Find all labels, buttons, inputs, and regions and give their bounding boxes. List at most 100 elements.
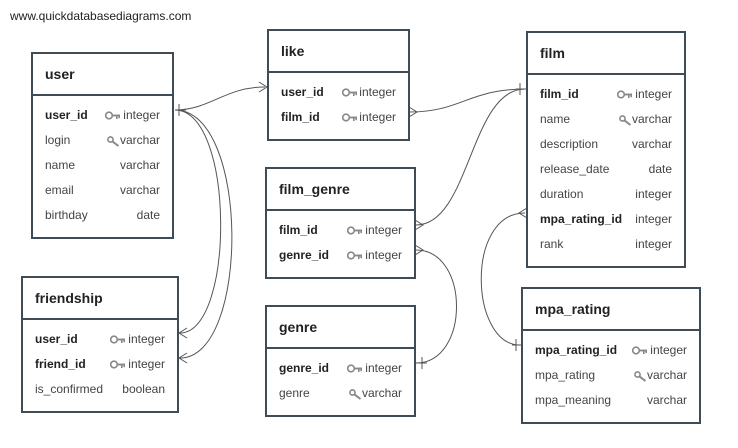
wrench-icon bbox=[634, 371, 648, 382]
crowfoot-like-user bbox=[258, 81, 268, 93]
field-type: varchar bbox=[119, 158, 160, 172]
rel-film-mpa bbox=[480, 212, 526, 346]
crowfoot-friendship-user bbox=[178, 327, 188, 339]
table-genre[interactable]: genre genre_id integer genre varchar bbox=[265, 305, 416, 417]
table-row[interactable]: genre varchar bbox=[267, 381, 414, 406]
field-type: integer bbox=[365, 361, 402, 375]
table-row[interactable]: mpa_rating_id integer bbox=[523, 338, 699, 363]
field-name: genre bbox=[279, 386, 310, 400]
table-row[interactable]: birthday date bbox=[33, 203, 172, 228]
field-type: integer bbox=[650, 343, 687, 357]
table-title: film bbox=[528, 33, 684, 75]
field-type: integer bbox=[365, 223, 402, 237]
field-type: varchar bbox=[646, 393, 687, 407]
field-name: user_id bbox=[35, 332, 78, 346]
table-row[interactable]: duration integer bbox=[528, 182, 684, 207]
field-name: name bbox=[540, 112, 571, 126]
field-name: mpa_rating_id bbox=[535, 343, 618, 357]
table-row[interactable]: film_id integer bbox=[269, 105, 408, 130]
table-title: film_genre bbox=[267, 169, 414, 211]
field-name: rank bbox=[540, 237, 564, 251]
field-name: email bbox=[45, 183, 74, 197]
table-row[interactable]: name varchar bbox=[528, 107, 684, 132]
wrench-icon bbox=[349, 389, 363, 400]
crowfoot-friendship-friend bbox=[178, 352, 188, 364]
field-type: integer bbox=[635, 237, 672, 251]
rel-filmgenre-genre bbox=[415, 249, 457, 364]
rel-user-like bbox=[174, 86, 266, 111]
table-row[interactable]: description varchar bbox=[528, 132, 684, 157]
field-type: integer bbox=[359, 110, 396, 124]
field-name: friend_id bbox=[35, 357, 86, 371]
field-type: date bbox=[648, 162, 672, 176]
wrench-icon bbox=[619, 115, 633, 126]
field-type: varchar bbox=[119, 183, 160, 197]
rel-filmgenre-film bbox=[415, 88, 526, 226]
field-type: integer bbox=[635, 87, 672, 101]
tick-user-id bbox=[175, 104, 186, 116]
field-name: film_id bbox=[281, 110, 320, 124]
field-name: name bbox=[45, 158, 76, 172]
table-row[interactable]: user_id integer bbox=[269, 80, 408, 105]
key-icon bbox=[617, 90, 632, 100]
field-name: user_id bbox=[281, 85, 324, 99]
key-icon bbox=[342, 113, 357, 123]
table-row[interactable]: genre_id integer bbox=[267, 356, 414, 381]
field-type: integer bbox=[365, 248, 402, 262]
table-title: genre bbox=[267, 307, 414, 349]
field-name: mpa_rating bbox=[535, 368, 596, 382]
key-icon bbox=[110, 335, 125, 345]
key-icon bbox=[347, 251, 362, 261]
table-row[interactable]: email varchar bbox=[33, 178, 172, 203]
table-title: friendship bbox=[23, 278, 177, 320]
key-icon bbox=[110, 360, 125, 370]
field-name: genre_id bbox=[279, 361, 330, 375]
crowfoot-filmgenre-genre bbox=[414, 244, 424, 256]
table-row[interactable]: genre_id integer bbox=[267, 243, 414, 268]
field-type: varchar bbox=[361, 386, 402, 400]
field-type: integer bbox=[635, 187, 672, 201]
field-name: genre_id bbox=[279, 248, 330, 262]
crowfoot-filmgenre-film bbox=[414, 219, 424, 231]
rel-like-film bbox=[409, 88, 526, 113]
table-title: user bbox=[33, 54, 172, 96]
field-name: birthday bbox=[45, 208, 88, 222]
field-name: duration bbox=[540, 187, 584, 201]
table-row[interactable]: film_id integer bbox=[528, 82, 684, 107]
key-icon bbox=[105, 111, 120, 121]
key-icon bbox=[347, 226, 362, 236]
field-type: varchar bbox=[631, 137, 672, 151]
field-type: integer bbox=[128, 332, 165, 346]
field-name: is_confirmed bbox=[35, 382, 104, 396]
table-row[interactable]: user_id integer bbox=[23, 327, 177, 352]
crowfoot-like-film bbox=[408, 106, 418, 118]
field-type: integer bbox=[128, 357, 165, 371]
field-name: description bbox=[540, 137, 599, 151]
field-name: user_id bbox=[45, 108, 88, 122]
field-type: varchar bbox=[631, 112, 672, 126]
field-name: film_id bbox=[540, 87, 579, 101]
field-type: integer bbox=[635, 212, 672, 226]
table-row[interactable]: friend_id integer bbox=[23, 352, 177, 377]
field-type: varchar bbox=[119, 133, 160, 147]
key-icon bbox=[347, 364, 362, 374]
field-type: integer bbox=[359, 85, 396, 99]
key-icon bbox=[342, 88, 357, 98]
table-row[interactable]: name varchar bbox=[33, 153, 172, 178]
field-type: date bbox=[136, 208, 160, 222]
table-row[interactable]: rank integer bbox=[528, 232, 684, 257]
